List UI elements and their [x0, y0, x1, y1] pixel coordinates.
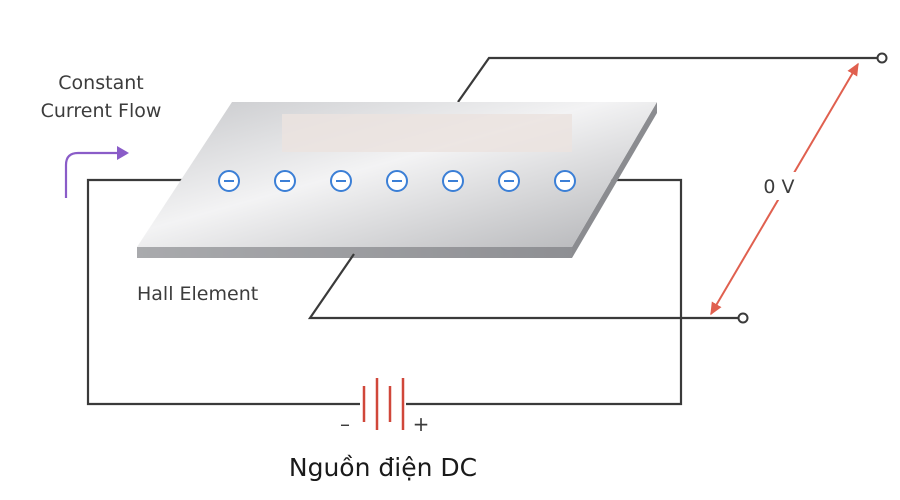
bottom-terminal[interactable]: [737, 312, 749, 324]
battery-negative-sign: –: [340, 412, 350, 436]
current-flow-label-line2: Current Flow: [41, 100, 162, 122]
top-output-wire: [457, 56, 877, 103]
voltage-label-bg: [756, 172, 802, 200]
current-flow-arrow: [64, 151, 118, 198]
current-flow-arrowhead: [117, 146, 129, 160]
plate-right-face: [572, 102, 657, 258]
plate-front-face: [137, 247, 572, 258]
hall-element-label: Hall Element: [137, 283, 258, 305]
diagram-caption: Nguồn điện DC: [289, 453, 477, 482]
top-terminal[interactable]: [876, 52, 888, 64]
current-loop-wire-left: [86, 178, 360, 406]
current-flow-label-line1: Constant: [58, 72, 143, 94]
current-loop-wire-right: [406, 178, 683, 406]
electron-row: [218, 170, 576, 192]
battery-positive-sign: +: [413, 412, 430, 436]
plate-highlight: [282, 114, 572, 152]
dc-battery: [362, 378, 405, 430]
bottom-output-wire: [307, 253, 738, 320]
voltage-label: 0 V: [763, 176, 794, 198]
